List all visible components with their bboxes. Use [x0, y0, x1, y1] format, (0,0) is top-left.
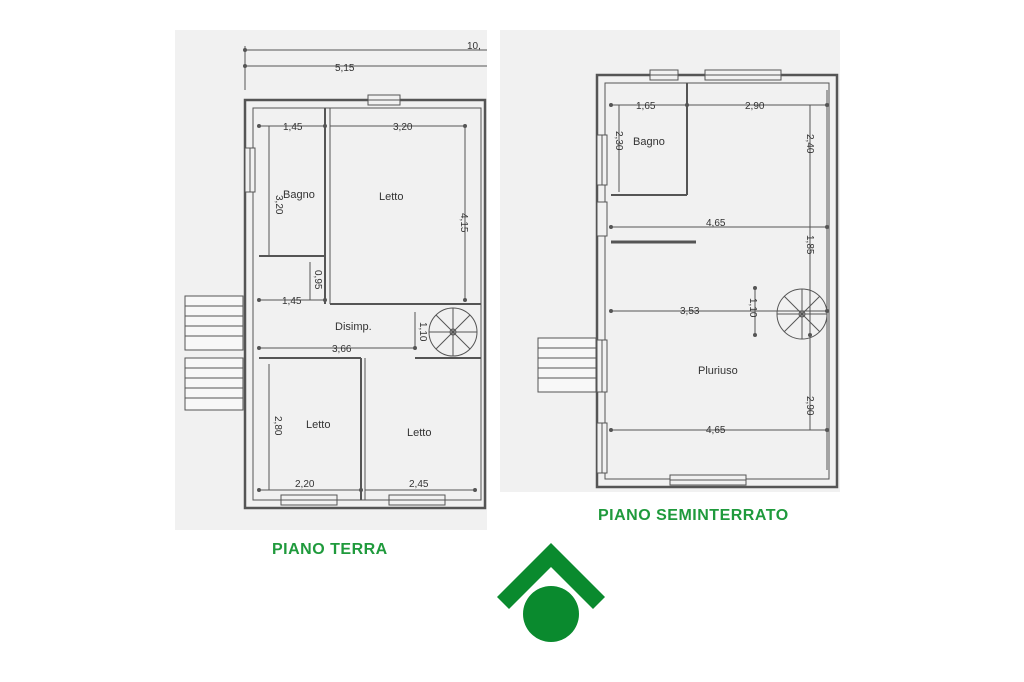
- dim-overall: 10,: [467, 41, 481, 52]
- plan-piano-terra: 10, 5,15 1,45 3,20 3,20 4,15 0,95 1,45 1…: [175, 30, 487, 530]
- dim-right-width: 2,90: [745, 101, 765, 112]
- room-bagno: Bagno: [633, 136, 665, 148]
- dim-disimp-width: 1,45: [282, 296, 302, 307]
- plan-piano-seminterrato: 1,65 2,90 2,30 2,40 4,65 1,85 3,53 1,10 …: [500, 30, 840, 492]
- dim-letto-width: 3,20: [393, 122, 413, 133]
- dim-mid-width: 4,65: [706, 218, 726, 229]
- spiral-stair-icon: [776, 288, 828, 340]
- room-letto-top: Letto: [379, 191, 403, 203]
- room-letto-bottom-right: Letto: [407, 427, 431, 439]
- dim-stair-width: 3,53: [680, 306, 700, 317]
- dim-bagno-height: 2,30: [613, 131, 624, 151]
- dim-corridor: 3,66: [332, 344, 352, 355]
- dim-bottom-left: 2,20: [295, 479, 315, 490]
- dim-right-height-low: 2,90: [804, 396, 815, 416]
- dim-right-height-mid: 1,85: [804, 235, 815, 255]
- dim-bagno-height: 3,20: [273, 195, 284, 215]
- external-stairs: [537, 337, 597, 393]
- dim-top-width: 5,15: [335, 63, 355, 74]
- plan-terra-drawing: 10, 5,15 1,45 3,20 3,20 4,15 0,95 1,45 1…: [184, 41, 487, 510]
- room-disimp: Disimp.: [335, 321, 372, 333]
- dim-right-height-top: 2,40: [804, 134, 815, 154]
- dim-step-height: 0,95: [312, 270, 323, 290]
- house-logo-icon: [497, 543, 605, 642]
- caption-piano-seminterrato: PIANO SEMINTERRATO: [598, 507, 789, 524]
- dim-lower-height: 2,80: [272, 416, 283, 436]
- dim-bagno-width: 1,65: [636, 101, 656, 112]
- dim-letto-height: 4,15: [458, 213, 469, 233]
- dim-bottom-right: 2,45: [409, 479, 429, 490]
- dim-bottom-width: 4,65: [706, 425, 726, 436]
- dim-bagno-width: 1,45: [283, 122, 303, 133]
- room-pluriuso: Pluriuso: [698, 365, 738, 377]
- dim-disimp-height: 1,10: [417, 322, 428, 342]
- room-bagno: Bagno: [283, 189, 315, 201]
- caption-piano-terra: PIANO TERRA: [272, 541, 388, 558]
- dim-stair-height: 1,10: [747, 298, 758, 318]
- room-letto-bottom-left: Letto: [306, 419, 330, 431]
- external-stairs: [184, 295, 244, 411]
- spiral-stair-icon: [428, 307, 478, 357]
- plan-semi-drawing: 1,65 2,90 2,30 2,40 4,65 1,85 3,53 1,10 …: [537, 69, 839, 489]
- logo: [485, 535, 620, 653]
